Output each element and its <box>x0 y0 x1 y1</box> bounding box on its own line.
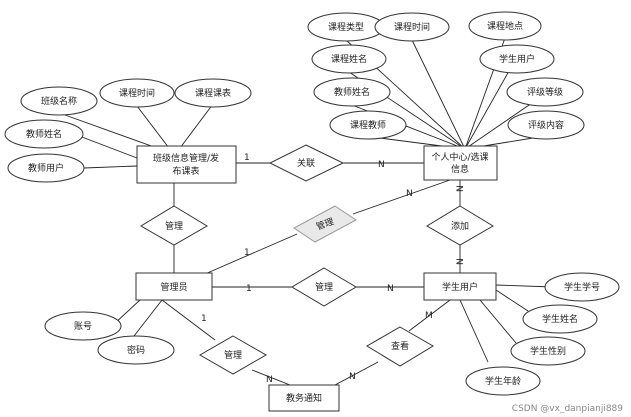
relationship-manage-student-label: 管理 <box>315 281 333 293</box>
entity-student-user[interactable]: 学生用户 <box>423 272 497 301</box>
attr-course-teacher: 课程教师 <box>329 110 407 140</box>
entity-class-info[interactable]: 班级信息管理/发 布课表 <box>136 145 237 184</box>
card-student-view: M <box>425 311 433 321</box>
attr-student-gender: 学生性别 <box>510 336 586 366</box>
attr-account: 账号 <box>44 311 122 341</box>
attr-account-label: 账号 <box>74 321 92 332</box>
entity-admin[interactable]: 管理员 <box>135 272 213 301</box>
attr-student-id: 学生学号 <box>544 272 620 302</box>
attr-course-location-label: 课程地点 <box>487 20 523 32</box>
entity-personal-center[interactable]: 个人中心/选课 信息 <box>423 145 498 181</box>
attr-rating-content-label: 评级内容 <box>528 119 564 131</box>
relationship-associate-label: 关联 <box>297 157 315 169</box>
attr-course-type-label: 课程类型 <box>328 21 364 33</box>
relationship-manage-student[interactable]: 管理 <box>291 267 357 307</box>
attr-student-name-label: 学生姓名 <box>542 313 578 325</box>
card-assoc-center: N <box>378 160 385 170</box>
attr-class-teacher-name-label: 教师姓名 <box>26 128 62 140</box>
attr-class-teacher-user-label: 教师用户 <box>28 162 64 174</box>
attr-center-course-time-label: 课程时间 <box>394 21 430 33</box>
attr-student-id-label: 学生学号 <box>564 281 600 293</box>
attr-password: 密码 <box>97 335 175 365</box>
attr-rating-content: 评级内容 <box>507 110 585 140</box>
entity-personal-center-line2: 信息 <box>451 163 469 175</box>
attr-rating-level: 评级等级 <box>506 77 584 107</box>
attr-student-gender-label: 学生性别 <box>530 345 566 357</box>
attr-center-student-user: 学生用户 <box>479 44 555 74</box>
relationship-add-label: 添加 <box>451 221 469 232</box>
relationship-associate[interactable]: 关联 <box>268 144 345 182</box>
entity-class-info-line1: 班级信息管理/发 <box>153 152 219 164</box>
cardinality-labels: 1 N N 1 N N 1 N 1 N N M <box>201 153 466 385</box>
entity-class-info-line2: 布课表 <box>172 165 199 177</box>
attr-class-teacher-name: 教师姓名 <box>4 119 84 149</box>
attr-center-student-user-label: 学生用户 <box>499 53 535 65</box>
attr-class-teacher-user: 教师用户 <box>7 153 85 183</box>
attr-rating-level-label: 评级等级 <box>527 86 563 98</box>
relationship-view[interactable]: 查看 <box>366 326 434 367</box>
attr-password-label: 密码 <box>127 344 145 356</box>
relationship-view-label: 查看 <box>391 340 409 352</box>
card-add-student: N <box>456 258 466 265</box>
card-view-notice: N <box>349 372 356 382</box>
attr-course-name: 课程姓名 <box>311 44 387 74</box>
attr-class-time-label: 课程时间 <box>119 87 155 99</box>
card-center-manage: N <box>406 189 413 199</box>
watermark: CSDN @vx_danpianji889 <box>512 404 623 414</box>
relationship-manage-notice[interactable]: 管理 <box>198 335 268 375</box>
card-manage-notice: N <box>266 375 273 385</box>
entity-notice[interactable]: 教务通知 <box>268 384 340 412</box>
card-center-add: N <box>456 185 466 192</box>
attr-course-name-label: 课程姓名 <box>331 53 367 65</box>
attr-course-type: 课程类型 <box>307 12 385 42</box>
attr-center-teacher-name: 教师姓名 <box>313 77 391 107</box>
relationship-add[interactable]: 添加 <box>426 205 494 246</box>
card-manage-admin: 1 <box>244 248 250 258</box>
attr-student-age-label: 学生年龄 <box>485 375 521 387</box>
relationship-manage-notice-label: 管理 <box>224 349 242 361</box>
attr-class-time: 课程时间 <box>99 78 175 108</box>
entity-personal-center-line1: 个人中心/选课 <box>431 151 488 163</box>
attr-course-teacher-label: 课程教师 <box>350 119 386 131</box>
attr-class-schedule: 课程课表 <box>174 78 252 108</box>
relationship-manage-class[interactable]: 管理 <box>140 205 208 246</box>
card-class-assoc: 1 <box>244 153 250 163</box>
attr-class-name: 班级名称 <box>20 86 98 116</box>
card-admin-manage-notice: 1 <box>201 314 207 324</box>
attr-student-age: 学生年龄 <box>465 366 541 396</box>
entity-student-user-label: 学生用户 <box>442 281 478 293</box>
card-manage-student: N <box>387 284 394 294</box>
attr-class-schedule-label: 课程课表 <box>195 87 231 99</box>
attr-center-course-time: 课程时间 <box>374 12 450 42</box>
entity-notice-label: 教务通知 <box>286 392 322 404</box>
entity-admin-label: 管理员 <box>160 281 187 293</box>
attr-course-location: 课程地点 <box>468 11 542 41</box>
relationship-manage-class-label: 管理 <box>165 220 183 232</box>
attr-student-name: 学生姓名 <box>522 304 598 334</box>
card-admin-manage: 1 <box>246 284 252 294</box>
relationship-manage-center[interactable]: 管理 <box>293 205 357 243</box>
attr-class-name-label: 班级名称 <box>41 95 77 107</box>
attr-center-teacher-name-label: 教师姓名 <box>334 86 370 98</box>
